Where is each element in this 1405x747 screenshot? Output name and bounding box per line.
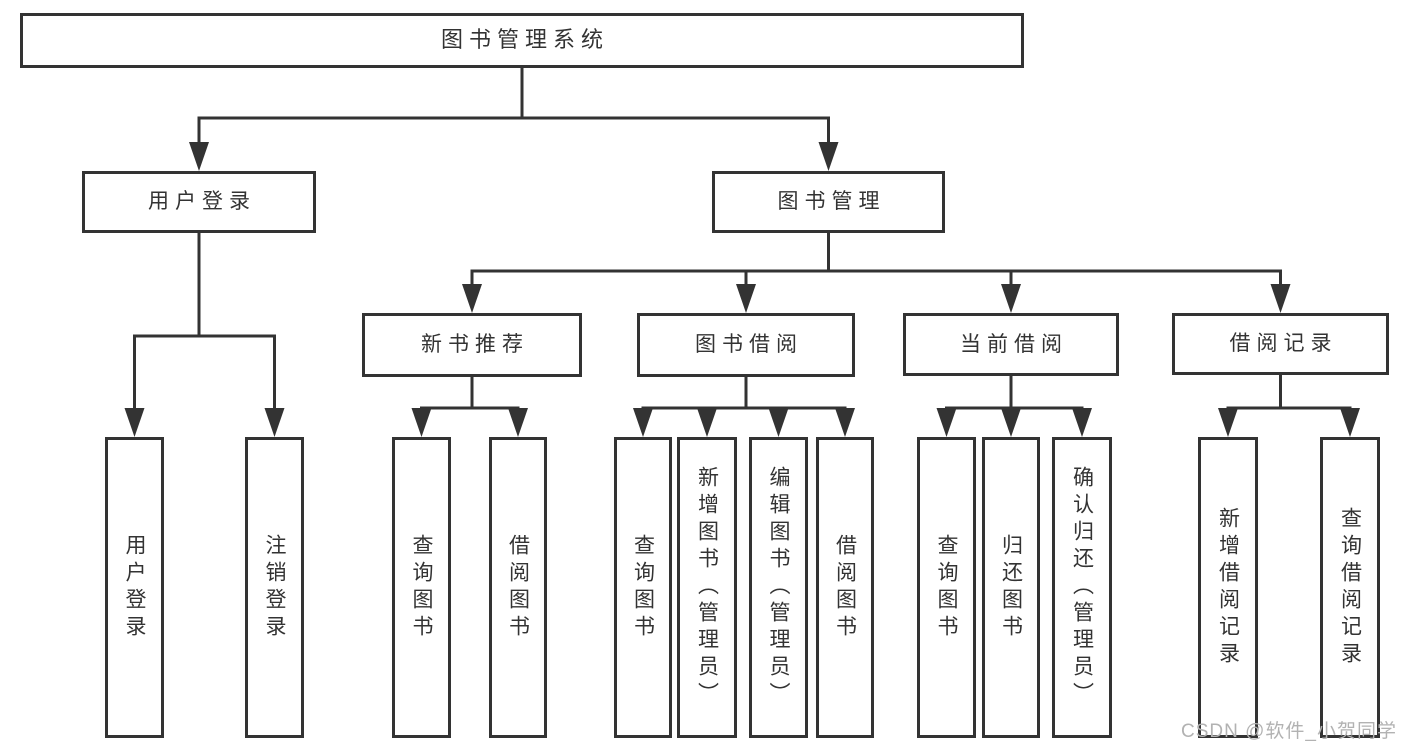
node-label: 当前借阅 bbox=[960, 332, 1068, 356]
node-label: 新增图书（管理员） bbox=[695, 466, 719, 709]
node-label: 借阅图书 bbox=[833, 533, 857, 642]
node-label: 用户登录 bbox=[148, 190, 256, 214]
node-leaf-br-add: 新增借阅记录 bbox=[1198, 437, 1258, 738]
node-leaf-br-query: 查询借阅记录 bbox=[1320, 437, 1380, 738]
node-leaf-nb-borrow: 借阅图书 bbox=[489, 437, 547, 738]
node-label: 借阅图书 bbox=[506, 533, 530, 642]
node-label: 确认归还（管理员） bbox=[1070, 466, 1094, 709]
node-book-mgmt: 图书管理 bbox=[712, 171, 945, 233]
node-book-borrow: 图书借阅 bbox=[637, 313, 855, 377]
node-leaf-user-login: 用户登录 bbox=[105, 437, 164, 738]
node-label: 查询图书 bbox=[410, 533, 433, 642]
node-label: 用户登录 bbox=[123, 533, 146, 642]
node-leaf-cb-return: 归还图书 bbox=[982, 437, 1040, 738]
node-label: 图书管理系统 bbox=[440, 27, 609, 53]
node-leaf-bb-query: 查询图书 bbox=[614, 437, 672, 738]
node-label: 借阅记录 bbox=[1229, 332, 1338, 356]
node-root: 图书管理系统 bbox=[20, 13, 1024, 68]
node-label: 编辑图书（管理员） bbox=[767, 466, 790, 709]
node-leaf-logout: 注销登录 bbox=[245, 437, 304, 738]
node-new-book: 新书推荐 bbox=[362, 313, 582, 377]
node-leaf-nb-query: 查询图书 bbox=[392, 437, 451, 738]
node-label: 注销登录 bbox=[263, 533, 286, 642]
node-leaf-cb-query: 查询图书 bbox=[917, 437, 976, 738]
node-label: 查询借阅记录 bbox=[1338, 506, 1362, 669]
node-current-borrow: 当前借阅 bbox=[903, 313, 1119, 376]
node-leaf-bb-edit: 编辑图书（管理员） bbox=[749, 437, 808, 738]
node-leaf-bb-add: 新增图书（管理员） bbox=[677, 437, 737, 738]
csdn-watermark: CSDN @软件_小贺同学 bbox=[1181, 721, 1397, 742]
node-label: 查询图书 bbox=[631, 533, 655, 642]
node-user-login: 用户登录 bbox=[82, 171, 316, 233]
node-borrow-records: 借阅记录 bbox=[1172, 313, 1389, 375]
node-label: 归还图书 bbox=[999, 533, 1023, 642]
node-label: 图书管理 bbox=[777, 190, 886, 214]
node-label: 查询图书 bbox=[935, 533, 958, 642]
node-leaf-bb-borrow: 借阅图书 bbox=[816, 437, 874, 738]
node-leaf-cb-confirm: 确认归还（管理员） bbox=[1052, 437, 1112, 738]
node-label: 新增借阅记录 bbox=[1216, 506, 1240, 669]
node-label: 新书推荐 bbox=[421, 333, 529, 357]
node-label: 图书借阅 bbox=[695, 333, 803, 357]
